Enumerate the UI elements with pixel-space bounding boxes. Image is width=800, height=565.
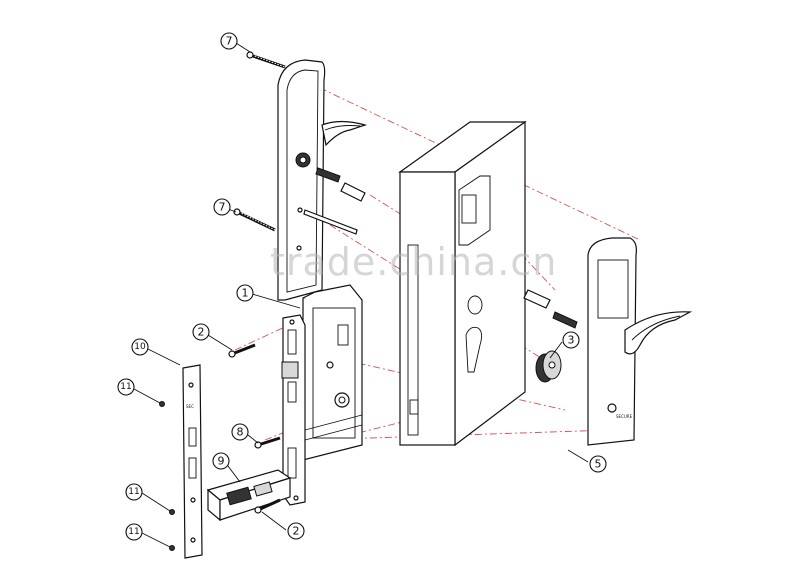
outer-escutcheon-plate: SECURE bbox=[523, 237, 693, 446]
svg-text:1: 1 bbox=[242, 287, 249, 300]
callout-11-bottom: 11 bbox=[125, 523, 143, 541]
screw-7-middle bbox=[233, 208, 276, 232]
svg-text:9: 9 bbox=[218, 455, 225, 468]
svg-text:3: 3 bbox=[568, 334, 575, 347]
svg-text:SECURE: SECURE bbox=[616, 414, 633, 419]
svg-text:7: 7 bbox=[226, 35, 233, 48]
callout-2-bottom: 2 bbox=[287, 522, 305, 540]
cylinder bbox=[535, 350, 562, 383]
small-screws bbox=[159, 343, 281, 551]
callout-5: 5 bbox=[589, 455, 607, 473]
svg-text:2: 2 bbox=[198, 326, 205, 339]
svg-text:2: 2 bbox=[293, 525, 300, 538]
callout-11-middle: 11 bbox=[125, 483, 143, 501]
strike-box bbox=[206, 469, 292, 522]
svg-text:8: 8 bbox=[237, 426, 244, 439]
svg-text:7: 7 bbox=[219, 201, 226, 214]
strike-plate: SEC bbox=[182, 364, 203, 559]
callout-10: 10 bbox=[131, 338, 149, 356]
callout-11-top: 11 bbox=[117, 378, 135, 396]
svg-text:SEC: SEC bbox=[186, 404, 194, 409]
svg-text:10: 10 bbox=[134, 342, 146, 352]
callout-9: 9 bbox=[212, 452, 230, 470]
callout-1: 1 bbox=[236, 284, 254, 302]
mortise-lock-body bbox=[281, 284, 363, 506]
screw-7-top bbox=[246, 51, 286, 69]
svg-text:11: 11 bbox=[128, 487, 139, 497]
callout-7-top: 7 bbox=[220, 32, 238, 50]
callouts: 7 7 1 2 10 11 8 9 bbox=[117, 32, 607, 541]
door-block bbox=[398, 120, 527, 447]
watermark-text: trade.china.cn bbox=[270, 240, 558, 284]
callout-8: 8 bbox=[231, 423, 249, 441]
callout-2-top: 2 bbox=[192, 323, 210, 341]
inner-escutcheon-plate bbox=[277, 59, 368, 301]
callout-7-middle: 7 bbox=[213, 198, 231, 216]
svg-text:11: 11 bbox=[120, 382, 131, 392]
svg-text:11: 11 bbox=[128, 527, 139, 537]
svg-text:5: 5 bbox=[595, 458, 602, 471]
callout-3: 3 bbox=[562, 331, 580, 349]
